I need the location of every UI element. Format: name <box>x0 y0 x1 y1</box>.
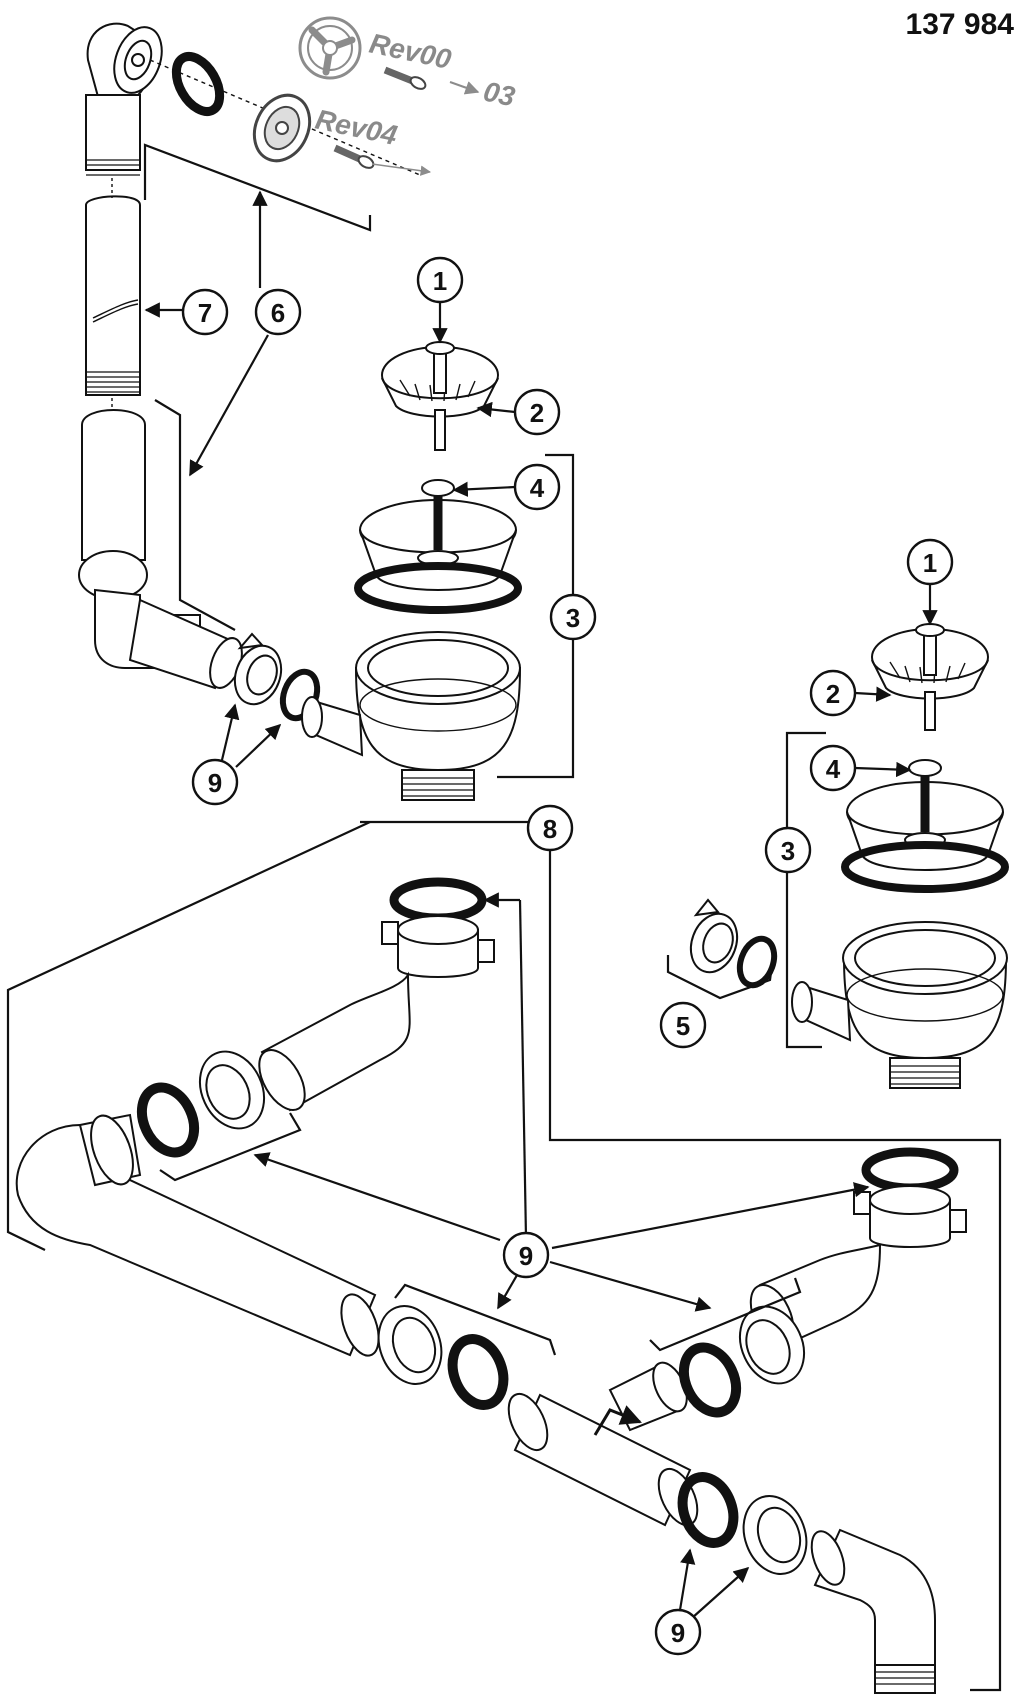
center-connection-washer <box>447 1334 509 1410</box>
left-connection-bracket <box>159 1112 302 1182</box>
leader-lines <box>144 190 938 1619</box>
center-connection-bracket <box>394 1283 557 1356</box>
callout-8: 8 <box>526 804 574 852</box>
overflow-lower-pipe <box>78 409 243 690</box>
callout-3-secondary: 3 <box>764 826 812 874</box>
strainer-body-secondary <box>841 759 1009 893</box>
revision-label-old-to: 03 <box>481 76 518 113</box>
right-connection-nut <box>738 1305 806 1385</box>
overflow-kit-bracket <box>143 143 372 232</box>
outlet-nut <box>742 1495 808 1575</box>
strainer-assembly-bracket-secondary <box>785 731 826 1049</box>
nut-washer-set-bracket <box>666 955 774 1000</box>
cover-screw-old <box>383 66 427 90</box>
callout-6-label: 6 <box>271 298 285 328</box>
outlet-washer <box>677 1472 739 1548</box>
callout-3-main: 3 <box>549 593 597 641</box>
cover-screw-new <box>333 144 432 176</box>
callout-1-main: 1 <box>416 256 464 304</box>
callout-3-main-label: 3 <box>566 603 580 633</box>
callout-9-drain: 9 <box>502 1231 550 1279</box>
overflow-gasket <box>171 52 225 116</box>
callout-1-secondary-label: 1 <box>923 548 937 578</box>
callout-2-secondary-label: 2 <box>826 679 840 709</box>
overflow-cover-old <box>298 16 362 80</box>
left-trap-inlet <box>258 877 495 1112</box>
callout-7: 7 <box>181 288 229 336</box>
left-connection-nut <box>198 1050 266 1130</box>
callout-9-overflow-label: 9 <box>208 768 222 798</box>
strainer-housing-secondary <box>791 921 1008 1089</box>
callout-5: 5 <box>659 1001 707 1049</box>
callout-2-main: 2 <box>513 388 561 436</box>
nut-washer-set <box>689 898 778 989</box>
callout-8-label: 8 <box>543 814 557 844</box>
callout-2-main-label: 2 <box>530 398 544 428</box>
revision-arrow-old <box>449 81 480 95</box>
callout-9-drain-label: 9 <box>519 1241 533 1271</box>
callout-4-main-label: 4 <box>530 473 545 503</box>
right-connection-washer <box>678 1342 742 1418</box>
document-number: 137 984 <box>905 8 1014 41</box>
overflow-cover-new <box>252 93 312 163</box>
revision-label-new: Rev04 <box>313 104 401 152</box>
callout-4-secondary-label: 4 <box>826 754 841 784</box>
callout-5-label: 5 <box>676 1011 690 1041</box>
callout-1-secondary: 1 <box>906 538 954 586</box>
left-connection-washer <box>136 1082 200 1158</box>
revision-label-old: Rev00 <box>367 28 455 76</box>
overflow-side-bracket <box>154 399 236 631</box>
callout-9-outlet-label: 9 <box>671 1618 685 1648</box>
outlet-elbow <box>810 1528 936 1694</box>
strainer-basket-main <box>381 341 499 451</box>
callout-1-main-label: 1 <box>433 266 447 296</box>
callout-4-main: 4 <box>513 463 561 511</box>
tee-connector <box>507 1361 699 1527</box>
callout-9-outlet: 9 <box>654 1608 702 1656</box>
strainer-housing-main <box>301 631 522 801</box>
drain-kit-bracket-left <box>6 821 371 1251</box>
overflow-connection-nut <box>233 632 283 706</box>
callout-9-overflow: 9 <box>191 758 239 806</box>
overflow-tube <box>85 195 141 396</box>
callout-3-secondary-label: 3 <box>781 836 795 866</box>
strainer-basket-secondary <box>871 623 989 731</box>
strainer-body-main <box>354 479 522 614</box>
center-connection-nut <box>377 1305 443 1385</box>
callout-6: 6 <box>254 288 302 336</box>
right-connection-bracket <box>649 1277 802 1352</box>
main-horizontal-pipe <box>15 1113 380 1357</box>
callout-4-secondary: 4 <box>809 744 857 792</box>
drain-kit-bracket-right <box>548 850 1002 1692</box>
overflow-head <box>85 22 163 176</box>
callout-7-label: 7 <box>198 298 212 328</box>
callout-2-secondary: 2 <box>809 669 857 717</box>
